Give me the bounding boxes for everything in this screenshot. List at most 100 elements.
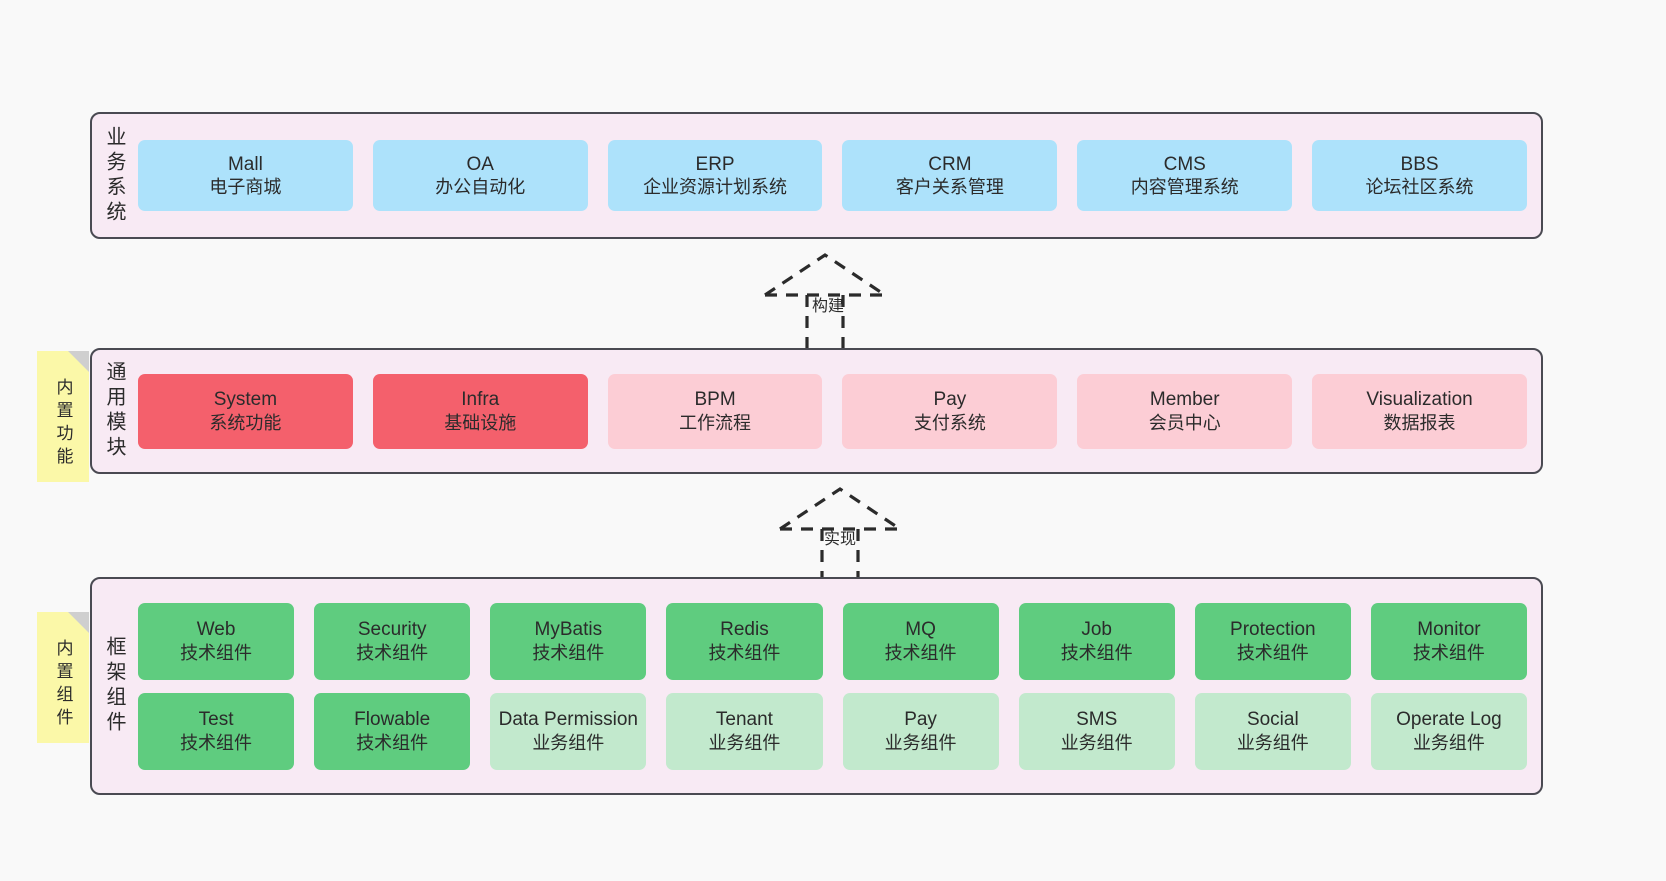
- card-web[interactable]: Web 技术组件: [138, 602, 295, 680]
- card-data-permission[interactable]: Data Permission 业务组件: [490, 692, 647, 770]
- layer-framework-components: 框架组件 Web 技术组件 Security 技术组件 MyBatis 技术组件…: [90, 577, 1543, 795]
- card-subtitle: 业务组件: [532, 732, 605, 753]
- layer-title-common: 通用模块: [103, 361, 125, 461]
- card-cms[interactable]: CMS 内容管理系统: [1077, 140, 1293, 211]
- card-title: Job: [1081, 619, 1112, 641]
- card-subtitle: 业务组件: [1060, 732, 1133, 753]
- card-subtitle: 会员中心: [1148, 412, 1221, 433]
- card-subtitle: 技术组件: [180, 642, 253, 663]
- card-subtitle: 技术组件: [180, 732, 253, 753]
- layer-business-systems: 业务系统 Mall 电子商城 OA 办公自动化 ERP 企业资源计划系统 CRM…: [90, 112, 1543, 239]
- layer-body-business: Mall 电子商城 OA 办公自动化 ERP 企业资源计划系统 CRM 客户关系…: [136, 114, 1541, 237]
- card-subtitle: 业务组件: [708, 732, 781, 753]
- card-subtitle: 企业资源计划系统: [643, 177, 788, 198]
- note-label: 内置组件: [53, 638, 73, 731]
- card-tenant[interactable]: Tenant 业务组件: [666, 692, 823, 770]
- card-title: CMS: [1163, 153, 1206, 175]
- card-subtitle: 技术组件: [884, 642, 957, 663]
- card-title: Pay: [904, 709, 937, 731]
- card-erp[interactable]: ERP 企业资源计划系统: [607, 140, 823, 211]
- card-subtitle: 支付系统: [913, 412, 986, 433]
- card-mall[interactable]: Mall 电子商城: [138, 140, 353, 211]
- card-subtitle: 数据报表: [1383, 412, 1456, 433]
- card-job[interactable]: Job 技术组件: [1018, 602, 1175, 680]
- layer-common-modules: 通用模块 System 系统功能 Infra 基础设施 BPM 工作流程 Pay…: [90, 348, 1543, 474]
- layer-title-business: 业务系统: [103, 125, 125, 226]
- connector-implement-label: 实现: [824, 531, 857, 548]
- card-security[interactable]: Security 技术组件: [314, 602, 471, 680]
- card-title: Pay: [933, 389, 967, 411]
- card-subtitle: 技术组件: [356, 642, 429, 663]
- note-builtin-component: 内置组件: [37, 612, 89, 743]
- card-sms[interactable]: SMS 业务组件: [1018, 692, 1175, 770]
- card-protection[interactable]: Protection 技术组件: [1194, 602, 1351, 680]
- note-label: 内置功能: [53, 377, 73, 470]
- card-subtitle: 系统功能: [209, 412, 282, 433]
- card-title: System: [213, 389, 278, 411]
- note-fold-corner-icon: [68, 612, 89, 633]
- card-title: CRM: [928, 153, 972, 175]
- card-title: Infra: [461, 389, 500, 411]
- card-title: Security: [357, 619, 427, 641]
- card-social[interactable]: Social 业务组件: [1194, 692, 1351, 770]
- card-title: BPM: [694, 389, 736, 411]
- card-pay[interactable]: Pay 支付系统: [842, 373, 1058, 449]
- card-title: Redis: [720, 619, 769, 641]
- card-title: Test: [198, 709, 234, 731]
- card-infra[interactable]: Infra 基础设施: [372, 373, 588, 449]
- card-title: MQ: [905, 619, 936, 641]
- card-title: ERP: [695, 153, 735, 175]
- card-title: Operate Log: [1396, 709, 1502, 731]
- card-subtitle: 电子商城: [209, 177, 282, 198]
- card-title: Visualization: [1366, 389, 1473, 411]
- card-title: BBS: [1400, 153, 1439, 175]
- card-oa[interactable]: OA 办公自动化: [372, 140, 588, 211]
- card-subtitle: 技术组件: [708, 642, 781, 663]
- card-subtitle: 技术组件: [1060, 642, 1133, 663]
- card-subtitle: 技术组件: [532, 642, 605, 663]
- card-crm[interactable]: CRM 客户关系管理: [842, 140, 1058, 211]
- card-title: Protection: [1230, 619, 1316, 641]
- card-mybatis[interactable]: MyBatis 技术组件: [490, 602, 647, 680]
- card-bpm[interactable]: BPM 工作流程: [607, 373, 823, 449]
- card-title: Tenant: [715, 709, 773, 731]
- card-operate-log[interactable]: Operate Log 业务组件: [1370, 692, 1527, 770]
- card-member[interactable]: Member 会员中心: [1077, 373, 1293, 449]
- card-redis[interactable]: Redis 技术组件: [666, 602, 823, 680]
- card-title: Web: [196, 619, 236, 641]
- note-builtin-function: 内置功能: [37, 351, 89, 482]
- note-fold-corner-icon: [68, 351, 89, 372]
- card-title: Monitor: [1417, 619, 1481, 641]
- card-test[interactable]: Test 技术组件: [138, 692, 295, 770]
- connector-build-label: 构建: [812, 298, 845, 315]
- layer-body-framework: Web 技术组件 Security 技术组件 MyBatis 技术组件 Redi…: [136, 579, 1541, 793]
- card-title: OA: [466, 153, 494, 175]
- card-subtitle: 技术组件: [1236, 642, 1309, 663]
- card-subtitle: 论坛社区系统: [1365, 177, 1474, 198]
- card-mq[interactable]: MQ 技术组件: [842, 602, 999, 680]
- layer-title-framework: 框架组件: [103, 636, 125, 736]
- card-subtitle: 基础设施: [444, 412, 517, 433]
- card-subtitle: 业务组件: [1412, 732, 1485, 753]
- card-title: Social: [1246, 709, 1299, 731]
- card-flowable[interactable]: Flowable 技术组件: [314, 692, 471, 770]
- card-title: Mall: [227, 153, 263, 175]
- card-title: Data Permission: [498, 709, 638, 731]
- card-subtitle: 技术组件: [1412, 642, 1485, 663]
- card-bbs[interactable]: BBS 论坛社区系统: [1312, 140, 1527, 211]
- card-subtitle: 业务组件: [884, 732, 957, 753]
- card-row: Test 技术组件 Flowable 技术组件 Data Permission …: [138, 692, 1527, 770]
- card-title: Member: [1149, 389, 1220, 411]
- card-subtitle: 客户关系管理: [895, 177, 1004, 198]
- card-system[interactable]: System 系统功能: [138, 373, 353, 449]
- card-monitor[interactable]: Monitor 技术组件: [1370, 602, 1527, 680]
- card-row: System 系统功能 Infra 基础设施 BPM 工作流程 Pay 支付系统…: [138, 373, 1527, 449]
- card-pay-biz[interactable]: Pay 业务组件: [842, 692, 999, 770]
- card-subtitle: 工作流程: [679, 412, 752, 433]
- card-subtitle: 技术组件: [356, 732, 429, 753]
- card-subtitle: 业务组件: [1236, 732, 1309, 753]
- card-visualization[interactable]: Visualization 数据报表: [1312, 373, 1527, 449]
- card-title: SMS: [1076, 709, 1118, 731]
- card-row: Web 技术组件 Security 技术组件 MyBatis 技术组件 Redi…: [138, 602, 1527, 680]
